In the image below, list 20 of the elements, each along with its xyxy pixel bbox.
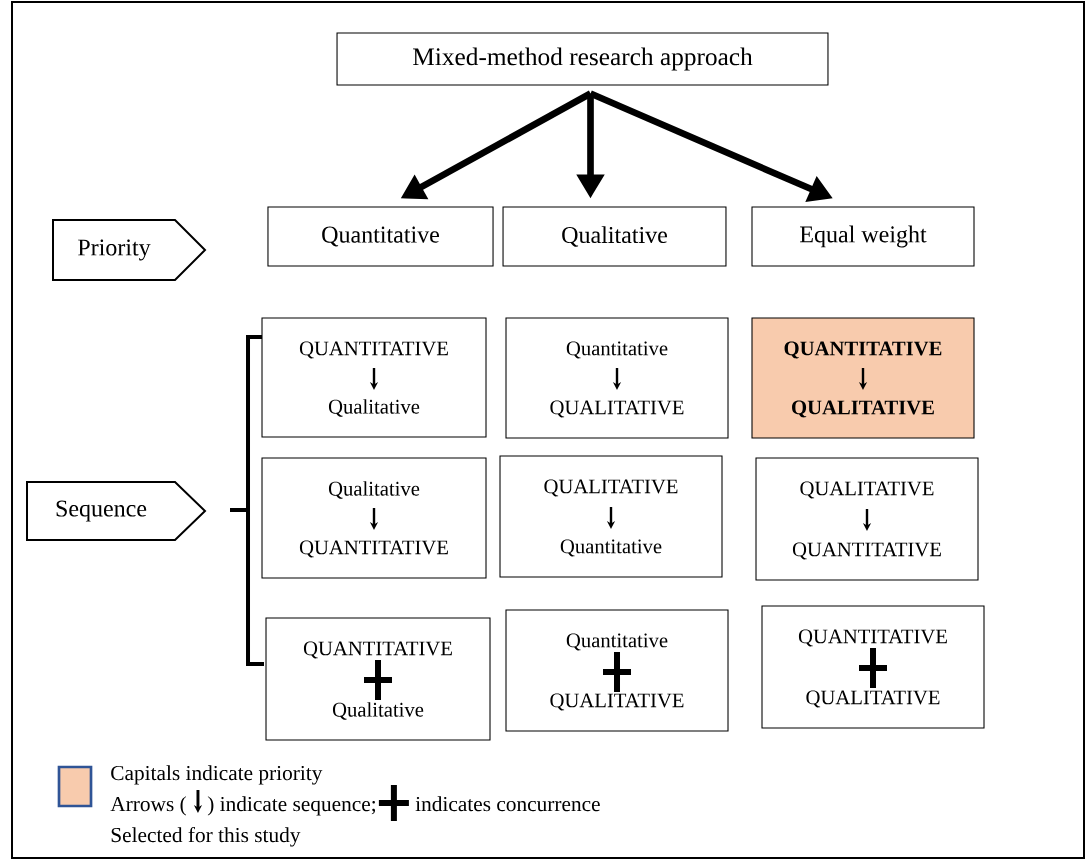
legend-text: Arrows ( <box>110 796 186 816</box>
label-tag: Priority <box>52 219 207 281</box>
legend-text: ) indicate sequence; <box>207 796 375 816</box>
priority-box: Qualitative <box>502 206 727 267</box>
option-box: QUALITATIVE QUANTITATIVE <box>755 457 979 581</box>
legend-text: Selected for this study <box>111 827 301 847</box>
option-box: QUANTITATIVE QUALITATIVE <box>751 317 975 439</box>
legend-text: indicates concurrence <box>415 796 600 812</box>
option-box: Qualitative QUANTITATIVE <box>261 457 487 579</box>
legend-text: Capitals indicate priority <box>111 765 323 785</box>
option-box: QUANTITATIVE Qualitative <box>265 617 491 741</box>
option-box: QUANTITATIVE QUALITATIVE <box>761 605 985 729</box>
option-box: Quantitative QUALITATIVE <box>505 609 729 732</box>
priority-box: Equal weight <box>751 206 975 267</box>
option-box: Quantitative QUALITATIVE <box>505 317 729 439</box>
option-box: QUALITATIVE Quantitative <box>499 455 723 578</box>
label-tag: Sequence <box>26 481 207 541</box>
option-box: QUANTITATIVE Qualitative <box>261 317 487 438</box>
priority-box: Quantitative <box>267 206 494 267</box>
title-box: Mixed-method research approach <box>336 32 829 86</box>
